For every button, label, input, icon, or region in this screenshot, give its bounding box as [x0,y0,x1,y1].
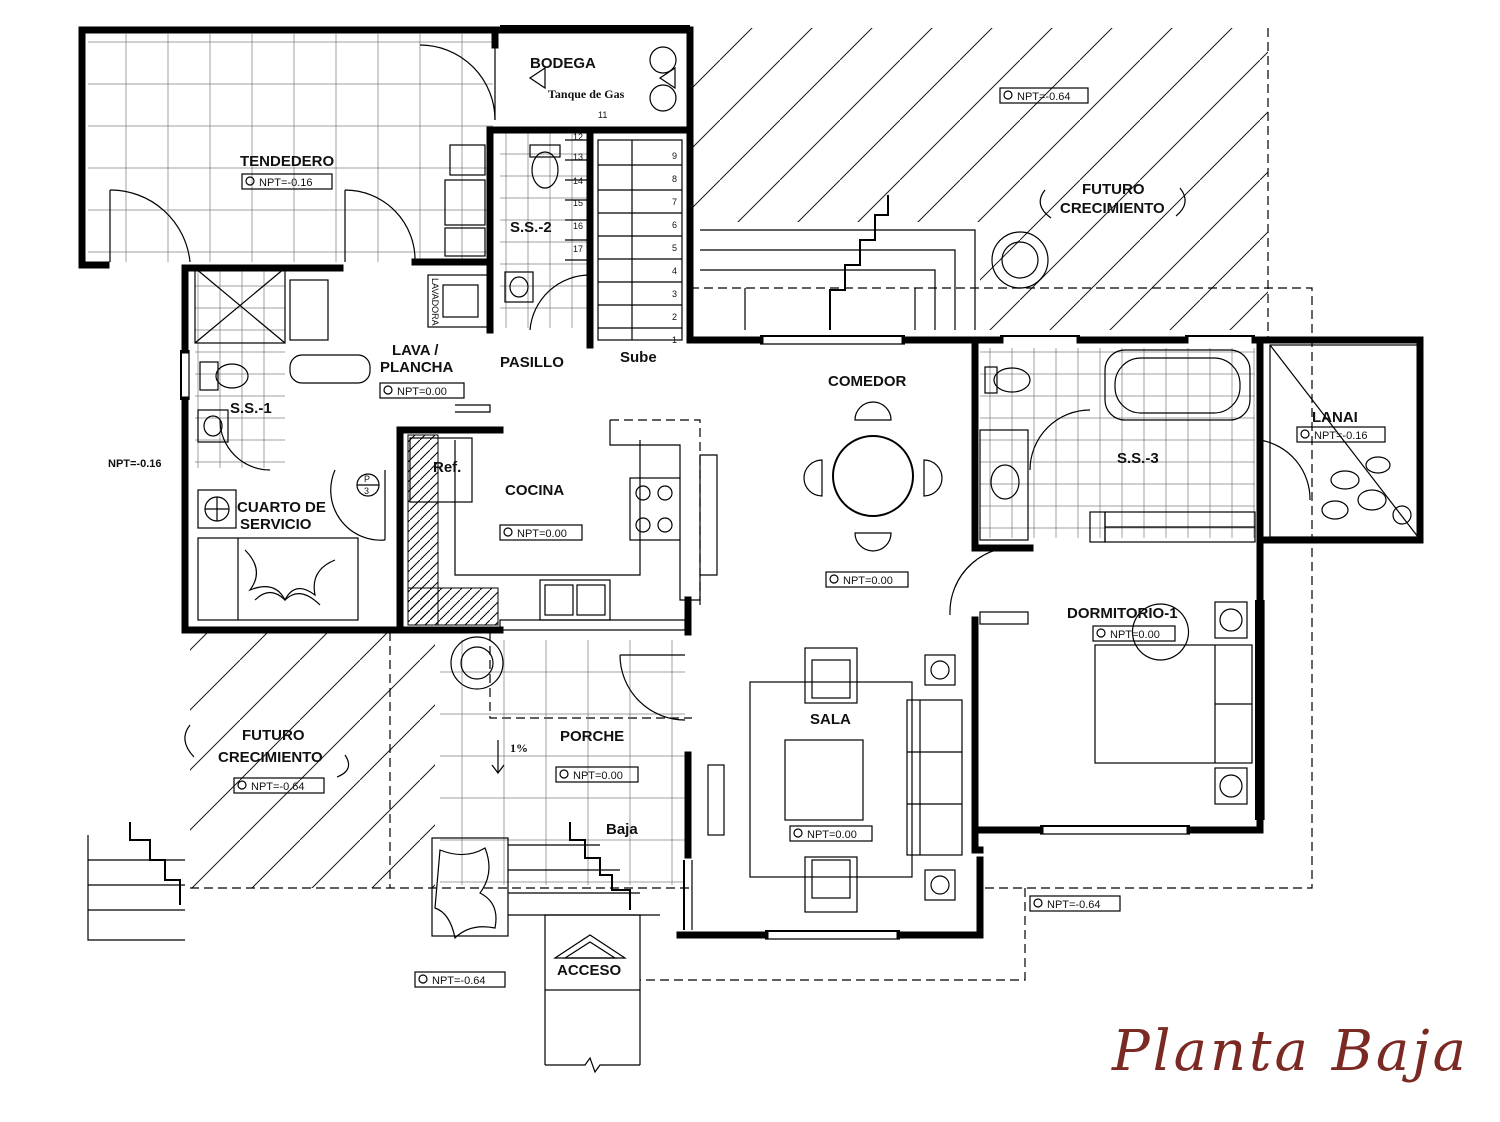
laundry-fixtures: LAVADORA [194,144,489,384]
svg-text:NPT=0.00: NPT=0.00 [573,770,623,782]
room-labels: BODEGA Tanque de Gas TENDEDERO S.S.-2 LA… [218,55,1358,979]
exterior-steps [87,195,976,1074]
npt-tag-comedor: NPT=0.00 [825,571,909,588]
door-tag: P 3 [356,473,380,497]
label-ss3: S.S.-3 [1117,450,1159,467]
label-comedor: COMEDOR [828,373,907,390]
svg-text:NPT=-0.64: NPT=-0.64 [1017,91,1071,103]
npt-tag-futuro-left: NPT=-0.64 [233,777,325,794]
label-ss2: S.S.-2 [510,219,552,236]
stair-step-right: 2 [672,312,677,322]
npt-tag-lanai: NPT=-0.16 [1296,426,1386,443]
svg-text:NPT=0.00: NPT=0.00 [397,386,447,398]
npt-tag-porche: NPT=0.00 [555,766,639,783]
npt-tag-lava: NPT=0.00 [379,382,465,399]
npt-tag-top-right: NPT=-0.64 [999,87,1089,104]
stair-step-left: 17 [573,244,583,254]
svg-text:NPT=0.00: NPT=0.00 [843,575,893,587]
dining-set [803,401,943,552]
svg-text:NPT=-0.64: NPT=-0.64 [251,781,305,793]
door-swings [109,44,1311,721]
npt-tag-tendedero: NPT=-0.16 [241,173,333,190]
label-cuarto-2: SERVICIO [240,516,312,533]
svg-text:NPT=-0.16: NPT=-0.16 [259,177,313,189]
npt-tag-cocina: NPT=0.00 [499,524,583,541]
label-lanai: LANAI [1312,409,1358,426]
npt-tag-sala: NPT=0.00 [789,825,873,842]
stair-step-right: 5 [672,243,677,253]
slope-arrow [491,740,505,774]
stair-step-left: 14 [573,176,583,186]
label-acceso: ACCESO [557,962,622,979]
stair-step-right: 6 [672,220,677,230]
stair-numbers: 11 12 13 14 15 16 17 9 8 7 6 5 4 3 2 1 [573,110,677,345]
npt-tag-bottom-right: NPT=-0.64 [1029,895,1121,912]
svg-text:NPT=0.00: NPT=0.00 [517,528,567,540]
label-lava-1: LAVA / [392,342,439,359]
service-room-furniture [197,489,359,621]
label-baja: Baja [606,821,638,838]
svg-text:NPT=-0.16: NPT=-0.16 [108,458,162,470]
label-sube: Sube [620,349,657,366]
bathroom-fixtures [197,144,1256,543]
level-tags: NPT=-0.16 NPT=-0.64 NPT=-0.16 NPT=0.00 N… [108,87,1386,988]
stair-step-left: 13 [573,152,583,162]
bedroom-furniture [979,601,1253,805]
svg-text:P: P [364,474,370,484]
plants [431,231,1419,940]
gas-tanks [528,46,677,112]
access-roof-icon [552,934,628,959]
label-tendedero: TENDEDERO [240,153,335,170]
label-ref: Ref. [433,459,461,476]
stair-step-right: 8 [672,174,677,184]
label-ss1: S.S.-1 [230,400,272,417]
label-slope: 1% [510,741,528,755]
label-futuro-left-1: FUTURO [242,727,305,744]
lavadora-label: LAVADORA [430,278,440,326]
label-futuro-left-2: CRECIMIENTO [218,749,323,766]
label-pasillo: PASILLO [500,354,564,371]
label-futuro-1: FUTURO [1082,181,1145,198]
npt-tag-dormitorio: NPT=0.00 [1092,625,1176,642]
plan-title: Planta Baja [1111,1019,1469,1084]
staircase [565,139,683,341]
stair-step-right: 3 [672,289,677,299]
stair-step-right: 7 [672,197,677,207]
hatched-future-area-top [690,28,1268,330]
stair-step-right: 4 [672,266,677,276]
svg-text:3: 3 [364,486,369,496]
svg-text:NPT=-0.16: NPT=-0.16 [1314,430,1368,442]
label-futuro-2: CRECIMIENTO [1060,200,1165,217]
stair-step-right: 1 [672,335,677,345]
svg-text:NPT=0.00: NPT=0.00 [807,829,857,841]
hatched-future-area-left [190,632,435,888]
label-porche: PORCHE [560,728,624,745]
label-bodega: BODEGA [530,55,596,72]
stair-step-top: 11 [598,110,607,120]
stair-step-left: 16 [573,221,583,231]
stair-step-left: 12 [573,132,583,142]
label-dormitorio: DORMITORIO-1 [1067,605,1178,622]
stair-step-right: 9 [672,151,677,161]
rotation-arrow-icon [184,187,1186,778]
svg-text:NPT=-0.64: NPT=-0.64 [432,975,486,987]
kitchen-fixtures [407,404,718,631]
label-cocina: COCINA [505,482,564,499]
living-room-furniture [707,647,963,913]
label-cuarto-1: CUARTO DE [237,499,326,516]
label-lava-2: PLANCHA [380,359,453,376]
windows [180,25,1265,940]
stair-step-left: 15 [573,198,583,208]
svg-text:NPT=-0.64: NPT=-0.64 [1047,899,1101,911]
npt-tag-left-side: NPT=-0.16 [108,458,162,470]
npt-tag-bottom-left: NPT=-0.64 [414,971,506,988]
label-tanque: Tanque de Gas [548,87,625,101]
svg-text:NPT=0.00: NPT=0.00 [1110,629,1160,641]
label-sala: SALA [810,711,851,728]
